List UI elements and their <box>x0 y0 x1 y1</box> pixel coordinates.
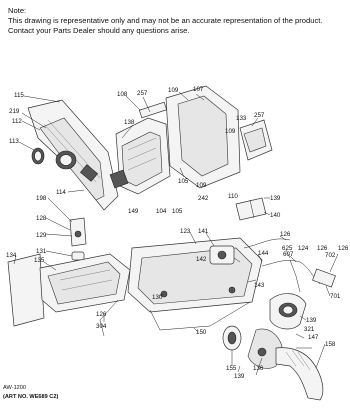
diagram-code: AW-1200 <box>3 385 27 391</box>
callout-147: 147 <box>308 334 319 341</box>
drain-pump-assembly <box>222 293 324 401</box>
callout-126a: 126 <box>280 231 291 238</box>
callout-158: 158 <box>325 341 336 348</box>
callout-144: 144 <box>258 250 269 257</box>
callout-leader-lines <box>13 91 339 376</box>
callout-625: 625 <box>282 245 293 252</box>
note-line-1: This drawing is representative only and … <box>8 16 323 26</box>
callout-219: 219 <box>9 108 20 115</box>
callout-112: 112 <box>12 118 22 125</box>
control-board-assembly <box>109 117 171 195</box>
callout-105a: 105 <box>178 178 189 185</box>
callout-109c: 109 <box>196 182 207 189</box>
callout-134: 134 <box>6 252 17 259</box>
callout-130: 130 <box>152 294 163 301</box>
callout-105b: 105 <box>172 208 183 215</box>
callout-124: 124 <box>298 245 309 252</box>
callout-131: 131 <box>36 248 47 255</box>
callout-109b: 109 <box>225 128 236 135</box>
knob-113 <box>31 147 45 165</box>
callout-135: 135 <box>34 257 45 264</box>
callout-139b: 139 <box>306 317 317 324</box>
note-line-2: Contact your Parts Dealer should any que… <box>8 26 190 36</box>
callout-701: 701 <box>330 293 341 300</box>
dispenser-drawer <box>7 253 131 327</box>
callout-198: 198 <box>36 195 47 202</box>
small-parts-group <box>69 217 87 261</box>
callout-108: 108 <box>117 91 128 98</box>
callout-104: 104 <box>156 208 167 215</box>
callout-128: 128 <box>36 215 47 222</box>
top-frame-assembly <box>138 85 241 189</box>
callout-155: 155 <box>226 365 237 372</box>
callout-109a: 109 <box>168 87 179 94</box>
callout-257a: 257 <box>137 90 148 97</box>
diagram-footer: AW-1200 (ART NO. WE689 C2) <box>3 384 58 401</box>
callout-139c: 139 <box>234 373 245 380</box>
callout-142: 142 <box>196 256 207 263</box>
dispenser-box-133 <box>239 119 273 161</box>
callout-140: 140 <box>270 212 281 219</box>
callout-126d: 126 <box>96 311 107 318</box>
callout-702: 702 <box>325 252 336 259</box>
callout-126c: 126 <box>338 245 349 252</box>
callout-257b: 257 <box>254 112 265 119</box>
callout-129: 129 <box>36 232 47 239</box>
callout-149: 149 <box>128 208 139 215</box>
fill-hoses <box>243 238 336 293</box>
callout-107: 107 <box>193 86 204 93</box>
valve-141 <box>209 245 235 265</box>
callout-110: 110 <box>228 193 238 200</box>
callout-139a: 139 <box>270 195 281 202</box>
disclaimer-note: Note: This drawing is representative onl… <box>8 6 344 37</box>
callout-141: 141 <box>198 228 209 235</box>
callout-136: 136 <box>253 365 264 372</box>
callout-150: 150 <box>196 329 207 336</box>
callout-321: 321 <box>304 326 315 333</box>
callout-133: 133 <box>236 115 247 122</box>
callout-242: 242 <box>198 195 209 202</box>
callout-123: 123 <box>180 228 191 235</box>
callout-126b: 126 <box>317 245 328 252</box>
callout-607: 607 <box>283 251 294 258</box>
callout-113: 113 <box>9 138 19 145</box>
callout-labels: 115 219 112 113 114 108 257 138 109 107 … <box>6 86 349 380</box>
callout-304: 304 <box>96 323 107 330</box>
art-number: (ART NO. WE689 C2) <box>3 393 59 400</box>
callout-114: 114 <box>56 189 66 196</box>
note-heading: Note: <box>8 6 27 15</box>
bracket-140 <box>235 197 267 221</box>
callout-143: 143 <box>254 282 265 289</box>
callout-138: 138 <box>124 119 135 126</box>
callout-115: 115 <box>14 92 24 99</box>
control-panel-console <box>27 99 119 211</box>
